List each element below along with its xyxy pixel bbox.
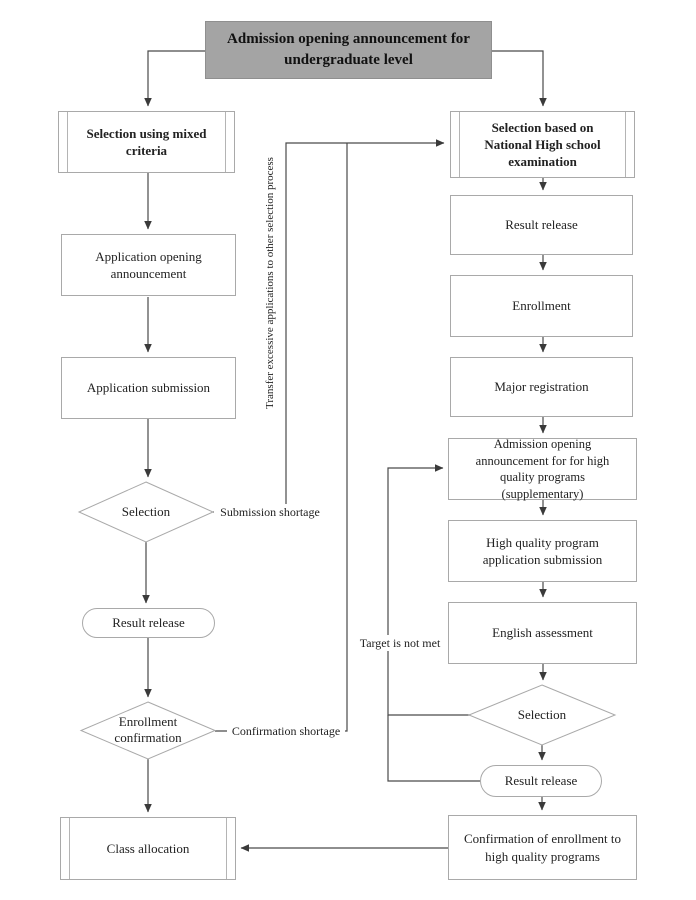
diamond-enrollment-confirmation <box>79 701 217 760</box>
diamond-selection-right <box>467 684 617 746</box>
edge-label-transfer-excessive: Transfer excessive applications to other… <box>264 157 276 409</box>
decision-diamonds <box>77 481 617 760</box>
node-result-release-right: Result release <box>450 195 633 255</box>
node-selection-national-exam: Selection based on National High school … <box>450 111 635 178</box>
edge-label-target-not-met: Target is not met <box>356 635 444 652</box>
node-application-opening-announcement: Application opening announcement <box>61 234 236 296</box>
edge-label-submission-shortage: Submission shortage <box>214 504 326 521</box>
node-title-admission-announcement: Admission opening announcement for under… <box>205 21 492 79</box>
node-hq-enrollment-confirmation: Confirmation of enrollment to high quali… <box>448 815 637 880</box>
node-hq-application-submission: High quality program application submiss… <box>448 520 637 582</box>
node-result-release-left: Result release <box>82 608 215 638</box>
edge-label-confirmation-shortage: Confirmation shortage <box>227 723 345 740</box>
node-supplementary-announcement: Admission opening announcement for for h… <box>448 437 637 501</box>
node-enrollment: Enrollment <box>450 275 633 337</box>
node-result-release-right-2: Result release <box>480 765 602 797</box>
node-major-registration: Major registration <box>450 357 633 417</box>
node-enrollment-confirmation-decision: Enrollment confirmation <box>114 713 182 745</box>
node-selection-decision-right: Selection <box>517 706 567 722</box>
node-selection-decision-left: Selection <box>121 503 171 519</box>
diamond-selection-left <box>77 481 215 543</box>
node-selection-mixed-criteria: Selection using mixed criteria <box>58 111 235 173</box>
node-application-submission: Application submission <box>61 357 236 419</box>
node-english-assessment: English assessment <box>448 602 637 664</box>
node-class-allocation: Class allocation <box>60 817 236 880</box>
